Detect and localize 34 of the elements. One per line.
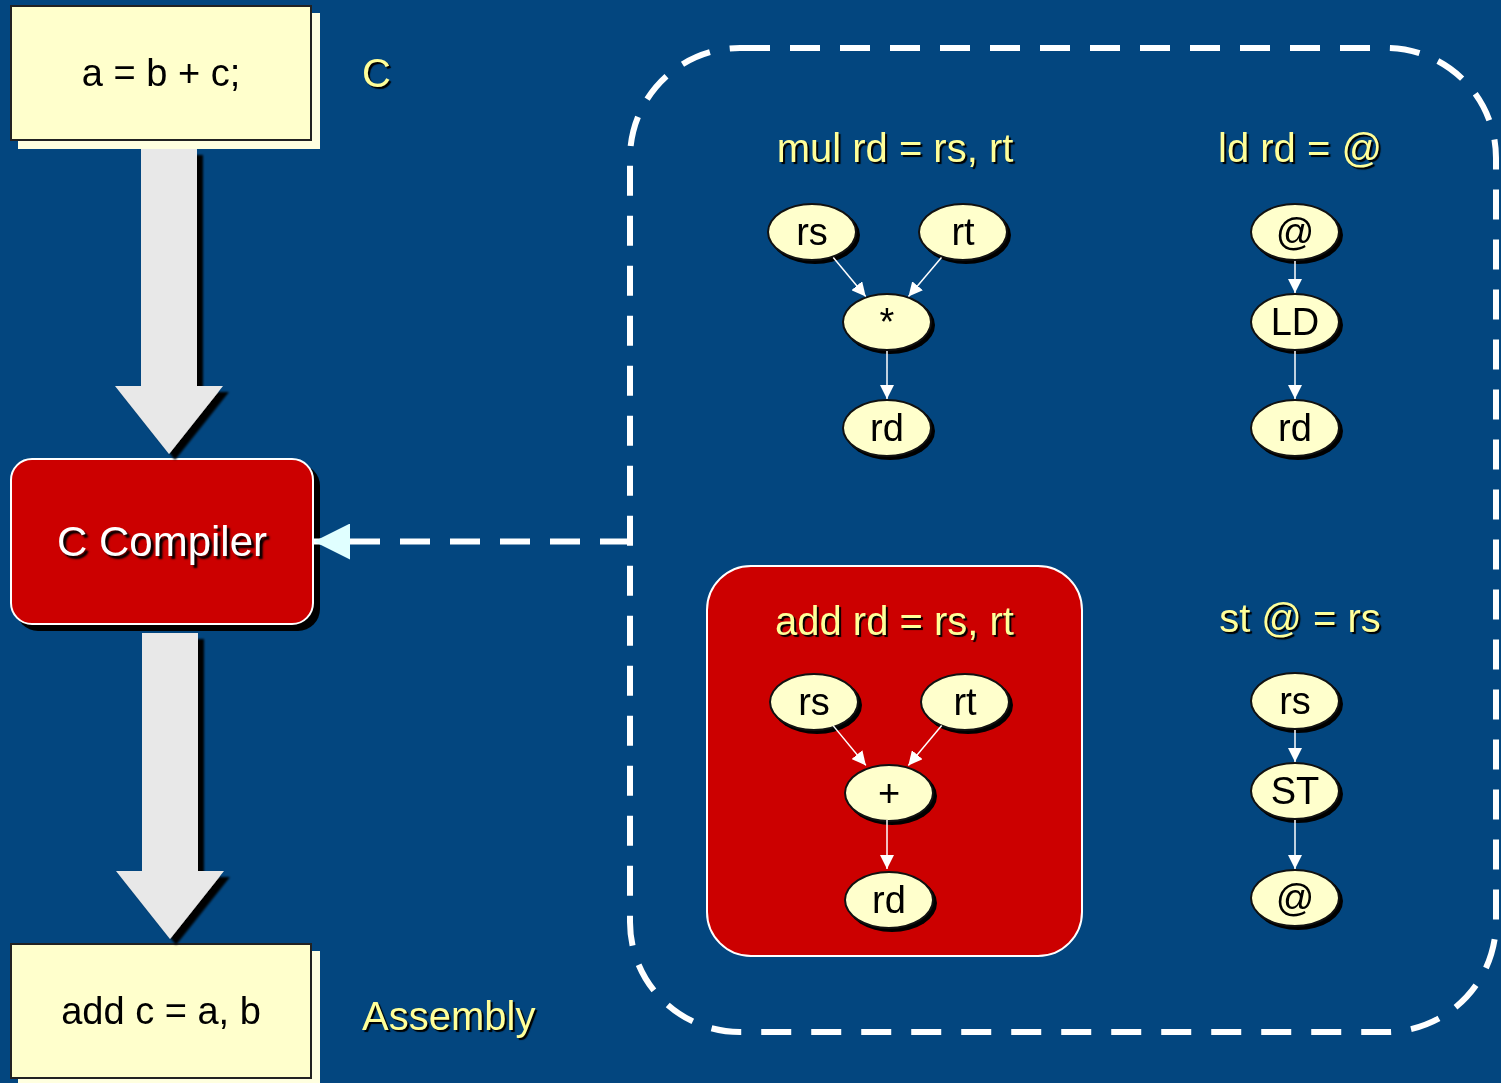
arrow <box>880 819 894 870</box>
instruction-title: st @ = rs <box>1219 595 1381 641</box>
operand-ellipse: rs <box>1250 672 1340 730</box>
block-arrow <box>115 149 223 454</box>
instruction-title: ld rd = @ <box>1218 125 1382 171</box>
operand-ellipse: rd <box>842 399 932 457</box>
arrow <box>907 724 943 767</box>
operand-ellipse: + <box>844 764 934 822</box>
operand-ellipse: rs <box>767 203 857 261</box>
instruction-box <box>706 565 1083 957</box>
instruction-title: add rd = rs, rt <box>775 599 1014 644</box>
arrow <box>832 724 867 767</box>
arrow <box>907 256 943 298</box>
arrow <box>1288 260 1302 294</box>
language-label: C <box>362 50 391 96</box>
operand-ellipse: @ <box>1250 869 1340 927</box>
operand-ellipse: rd <box>1250 399 1340 457</box>
operand-ellipse: * <box>842 293 932 351</box>
operand-ellipse: rt <box>920 673 1010 731</box>
block-arrow <box>116 633 224 939</box>
operand-ellipse: rs <box>769 673 859 731</box>
operand-ellipse: ST <box>1250 762 1340 820</box>
arrow <box>1288 350 1302 400</box>
arrow <box>880 350 894 400</box>
arrow <box>1288 819 1302 870</box>
operand-ellipse: rd <box>844 871 934 929</box>
language-label: Assembly <box>362 993 536 1039</box>
arrow <box>314 523 630 560</box>
operand-ellipse: LD <box>1250 293 1340 351</box>
operand-ellipse: rt <box>918 203 1008 261</box>
arrow <box>832 256 867 298</box>
operand-ellipse: @ <box>1250 203 1340 261</box>
arrow <box>1288 729 1302 763</box>
instruction-title: mul rd = rs, rt <box>776 125 1014 171</box>
